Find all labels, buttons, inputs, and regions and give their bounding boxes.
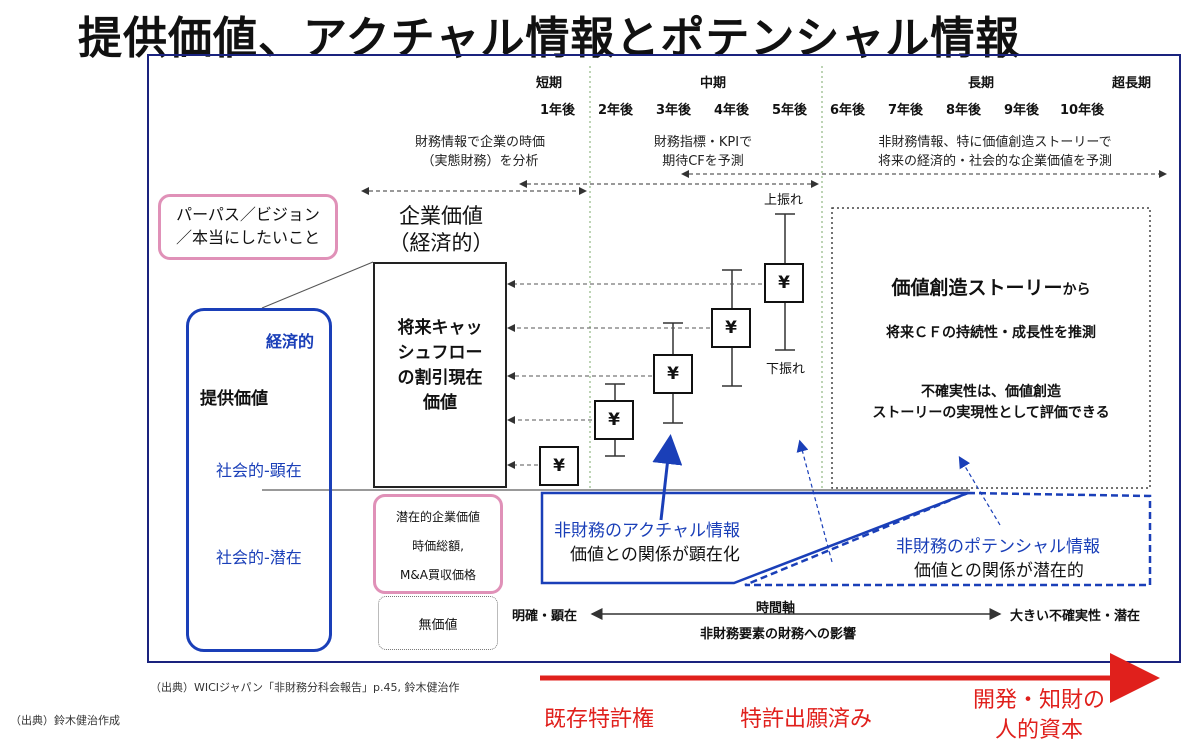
year-label: 2年後	[598, 103, 634, 118]
potential-info-title: 非財務のポテンシャル情報	[896, 537, 1100, 557]
story-box	[831, 207, 1151, 489]
source-author: （出典）鈴木健治作成	[10, 714, 120, 727]
year-label: 9年後	[1004, 103, 1040, 118]
dcf-text: 将来キャッシュフローの割引現在価値	[397, 318, 483, 413]
dcf-box	[373, 262, 507, 488]
year-label: 3年後	[656, 103, 692, 118]
label-development: 開発・知財の人的資本	[972, 688, 1105, 743]
year-label: 4年後	[714, 103, 750, 118]
yen-box-4: ¥	[711, 308, 751, 348]
year-label: 5年後	[772, 103, 808, 118]
story-uncertainty: 不確実性は、価値創造ストーリーの実現性として評価できる	[872, 384, 1110, 421]
yen-box-5: ¥	[764, 263, 804, 303]
actual-info-sub: 価値との関係が顕在化	[570, 545, 740, 565]
actual-info-title: 非財務のアクチャル情報	[554, 521, 740, 541]
corp-value-title: 企業価値（経済的）	[388, 204, 494, 255]
purpose-box	[158, 194, 338, 260]
no-value-text: 無価値	[418, 618, 458, 633]
header-super-long: 超長期	[1112, 76, 1152, 91]
note-financial: 財務情報で企業の時価（実態財務）を分析	[414, 135, 545, 169]
actual-arrow	[652, 434, 683, 521]
potential-arrow-2	[958, 455, 1001, 526]
no-value-box	[378, 596, 498, 650]
label-provided-value: 提供価値	[200, 389, 268, 409]
potential-info-shape	[744, 491, 1152, 587]
year-label: 8年後	[946, 103, 982, 118]
diagram-frame	[147, 54, 1181, 663]
label-economic: 経済的	[266, 332, 315, 351]
story-title: 価値創造ストーリーから	[891, 277, 1091, 299]
header-mid: 中期	[700, 76, 727, 91]
label-social-visible: 社会的-顕在	[216, 461, 302, 480]
year-label: 6年後	[830, 103, 866, 118]
downside-label: 下振れ	[766, 362, 806, 377]
year-label: 1年後	[540, 103, 576, 118]
yen-box-3: ¥	[653, 354, 693, 394]
year-label: 10年後	[1060, 103, 1105, 118]
source-wici: （出典）WICIジャパン「非財務分科会報告」p.45, 鈴木健治作	[150, 681, 460, 694]
connector-line	[261, 261, 374, 309]
yen-box-1: ¥	[539, 446, 579, 486]
potential-info-sub: 価値との関係が潜在的	[914, 561, 1084, 581]
latent-value-text: 潜在的企業価値時価総額,M&A買収価格	[395, 510, 480, 582]
yen-box-2: ¥	[594, 400, 634, 440]
label-social-latent: 社会的-潜在	[216, 548, 302, 567]
purpose-text: パーパス／ビジョン／本当にしたいこと	[175, 205, 320, 247]
label-patent-applied: 特許出願済み	[740, 707, 873, 732]
note-nonfinancial: 非財務情報、特に価値創造ストーリーで将来の経済的・社会的な企業価値を予測	[877, 135, 1112, 169]
axis-center-label: 時間軸	[756, 601, 796, 616]
latent-value-box	[373, 494, 503, 594]
upside-label: 上振れ	[764, 193, 804, 208]
axis-right-label: 大きい不確実性・潜在	[1010, 609, 1141, 624]
header-long: 長期	[968, 76, 995, 91]
actual-info-shape	[540, 491, 969, 585]
story-line-cf: 将来ＣＦの持続性・成長性を推測	[886, 325, 1096, 341]
axis-left-label: 明確・顕在	[512, 609, 578, 624]
year-label: 7年後	[888, 103, 924, 118]
label-existing-patent: 既存特許権	[544, 707, 655, 732]
axis-bottom-label: 非財務要素の財務への影響	[700, 627, 857, 642]
left-panel	[186, 308, 332, 652]
header-short: 短期	[536, 76, 563, 91]
note-kpi: 財務指標・KPIで期待CFを予測	[653, 135, 753, 169]
